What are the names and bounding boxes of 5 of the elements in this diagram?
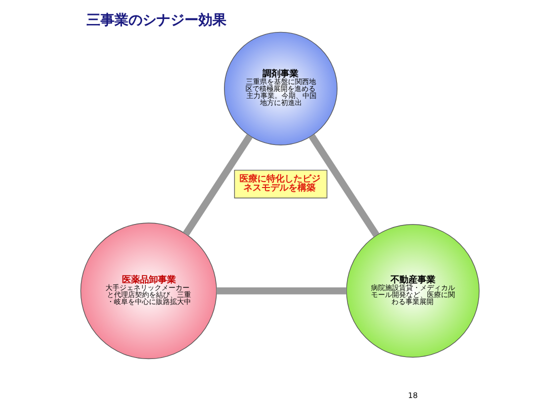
node-box: 医療に特化したビジネスモデルを構築: [234, 170, 328, 198]
connector: [182, 134, 253, 236]
diagram-title: 三事業のシナジー効果: [86, 12, 226, 28]
connector: [308, 134, 380, 238]
connector: [216, 287, 346, 294]
